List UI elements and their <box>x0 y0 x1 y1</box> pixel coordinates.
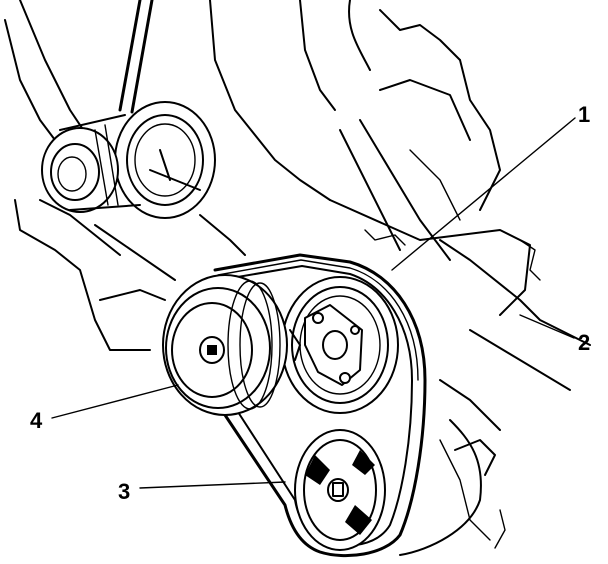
lower-pulley <box>294 429 386 551</box>
callout-1: 1 <box>578 102 590 127</box>
leader-lines <box>51 117 576 489</box>
engine-block-outline <box>209 0 591 556</box>
upper-belt <box>94 0 246 281</box>
left-pulley <box>162 274 288 416</box>
upper-left-spool <box>41 114 141 213</box>
center-pulley <box>281 276 399 414</box>
callout-4: 4 <box>30 408 43 433</box>
callout-3: 3 <box>118 479 130 504</box>
callout-2: 2 <box>578 330 590 355</box>
upper-left-pulley <box>114 101 216 219</box>
